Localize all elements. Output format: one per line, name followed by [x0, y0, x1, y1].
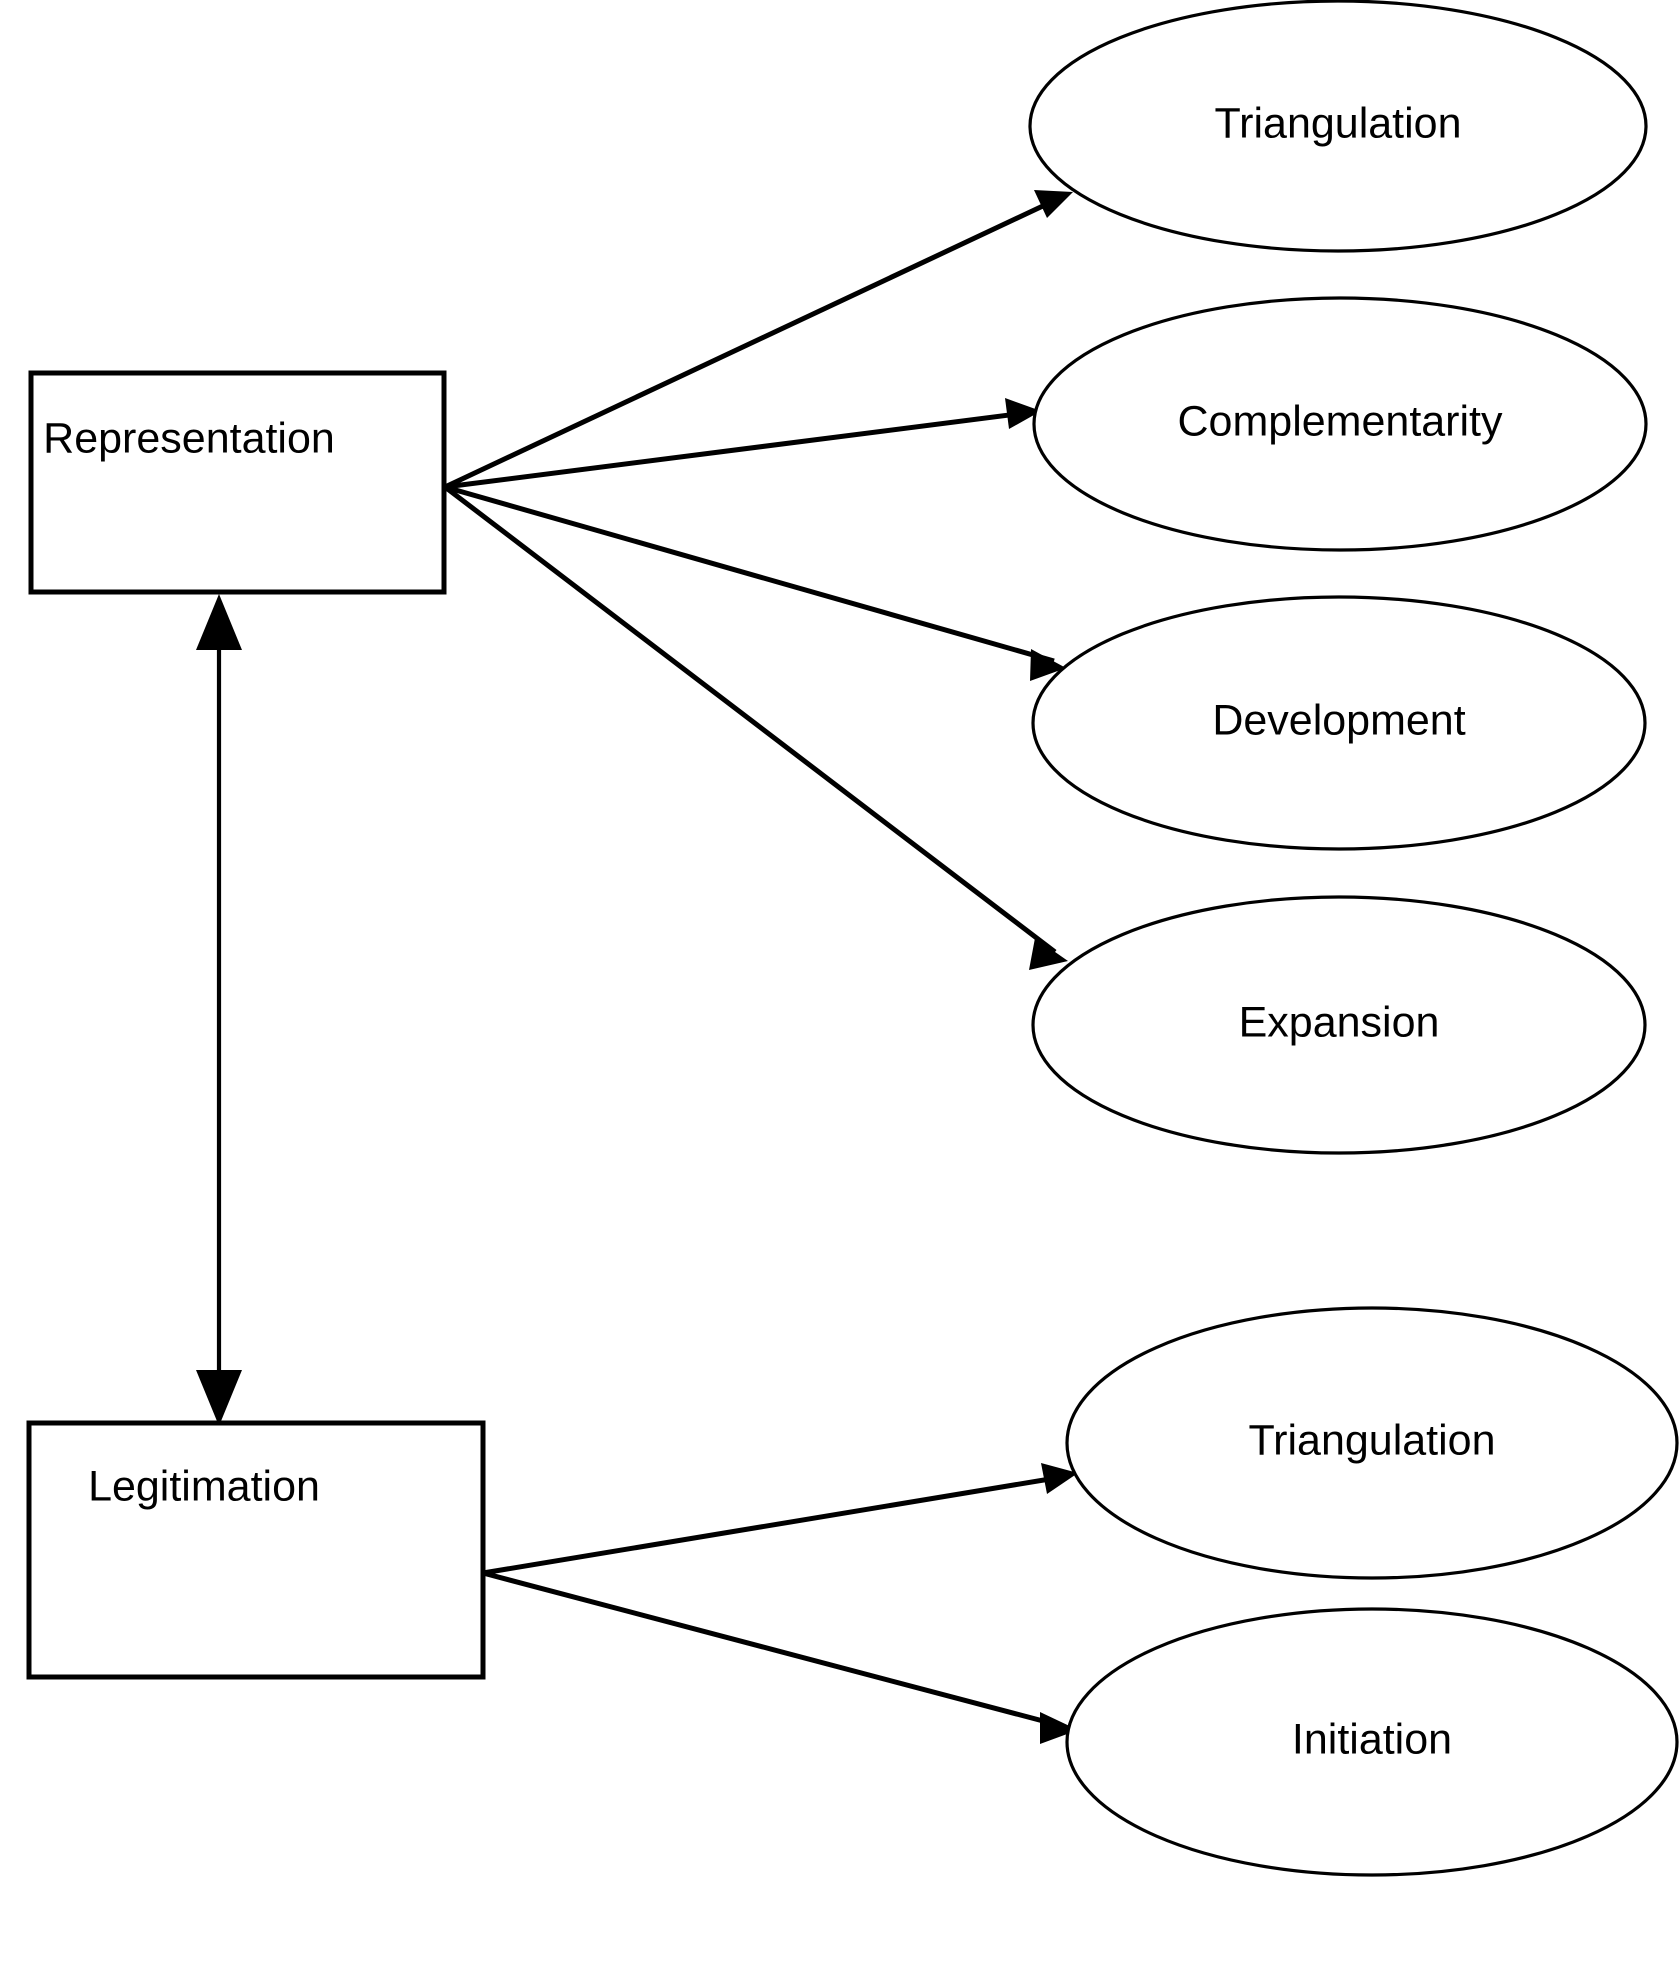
leg-triangulation-ellipse-shape[interactable]	[1065, 1306, 1679, 1580]
leg-initiation-label: Initiation	[1292, 1715, 1452, 1763]
node-rep-triangulation[interactable]: Triangulation	[1028, 0, 1648, 253]
edge-representation-to-expansion	[443, 485, 1068, 970]
rep-complementarity-ellipse-shape[interactable]	[1032, 296, 1648, 552]
node-rep-expansion[interactable]: Expansion	[1031, 895, 1647, 1155]
node-leg-initiation[interactable]: Initiation	[1065, 1607, 1679, 1877]
rep-triangulation-ellipse-shape[interactable]	[1028, 0, 1648, 253]
arrowhead-rep-development	[1030, 649, 1066, 681]
node-legitimation[interactable]: Legitimation	[26, 1420, 486, 1680]
leg-triangulation-label: Triangulation	[1249, 1416, 1496, 1464]
leg-initiation-ellipse-shape[interactable]	[1065, 1607, 1679, 1877]
representation-label: Representation	[43, 414, 335, 462]
rep-triangulation-label: Triangulation	[1215, 99, 1462, 147]
edge-representation-to-complementarity	[444, 398, 1041, 490]
rep-expansion-ellipse-shape[interactable]	[1031, 895, 1647, 1155]
edge-representation-to-development	[444, 484, 1066, 681]
edge-line-rep-development	[444, 484, 1055, 664]
representation-box-shape[interactable]	[28, 370, 447, 595]
edge-line-leg-initiation	[482, 1570, 1063, 1729]
rep-development-label: Development	[1212, 696, 1465, 744]
node-representation[interactable]: Representation	[28, 370, 447, 595]
edge-representation-legitimation-bidirectional	[196, 594, 242, 1426]
edge-line-rep-complementarity	[444, 410, 1026, 490]
arrowhead-up-representation	[196, 594, 242, 650]
edge-legitimation-to-triangulation	[482, 1463, 1078, 1576]
legitimation-box-shape[interactable]	[26, 1420, 486, 1680]
arrowhead-rep-expansion	[1029, 938, 1068, 970]
edge-line-rep-expansion	[443, 485, 1057, 954]
rep-development-ellipse-shape[interactable]	[1031, 595, 1647, 851]
edge-line-leg-triangulation	[482, 1474, 1063, 1576]
rep-complementarity-label: Complementarity	[1178, 397, 1503, 445]
arrowhead-leg-initiation	[1040, 1712, 1078, 1744]
arrowhead-leg-triangulation	[1041, 1463, 1078, 1494]
rep-expansion-label: Expansion	[1239, 998, 1440, 1046]
edge-line-rep-triangulation	[443, 194, 1064, 490]
node-rep-development[interactable]: Development	[1031, 595, 1647, 851]
node-rep-complementarity[interactable]: Complementarity	[1032, 296, 1648, 552]
arrowhead-rep-triangulation	[1034, 190, 1073, 218]
edge-legitimation-to-initiation	[482, 1570, 1078, 1744]
arrowhead-down-legitimation	[196, 1370, 242, 1426]
arrowhead-rep-complementarity	[1005, 398, 1041, 429]
legitimation-label: Legitimation	[88, 1462, 320, 1510]
edge-representation-to-triangulation	[443, 190, 1073, 490]
node-leg-triangulation[interactable]: Triangulation	[1065, 1306, 1679, 1580]
